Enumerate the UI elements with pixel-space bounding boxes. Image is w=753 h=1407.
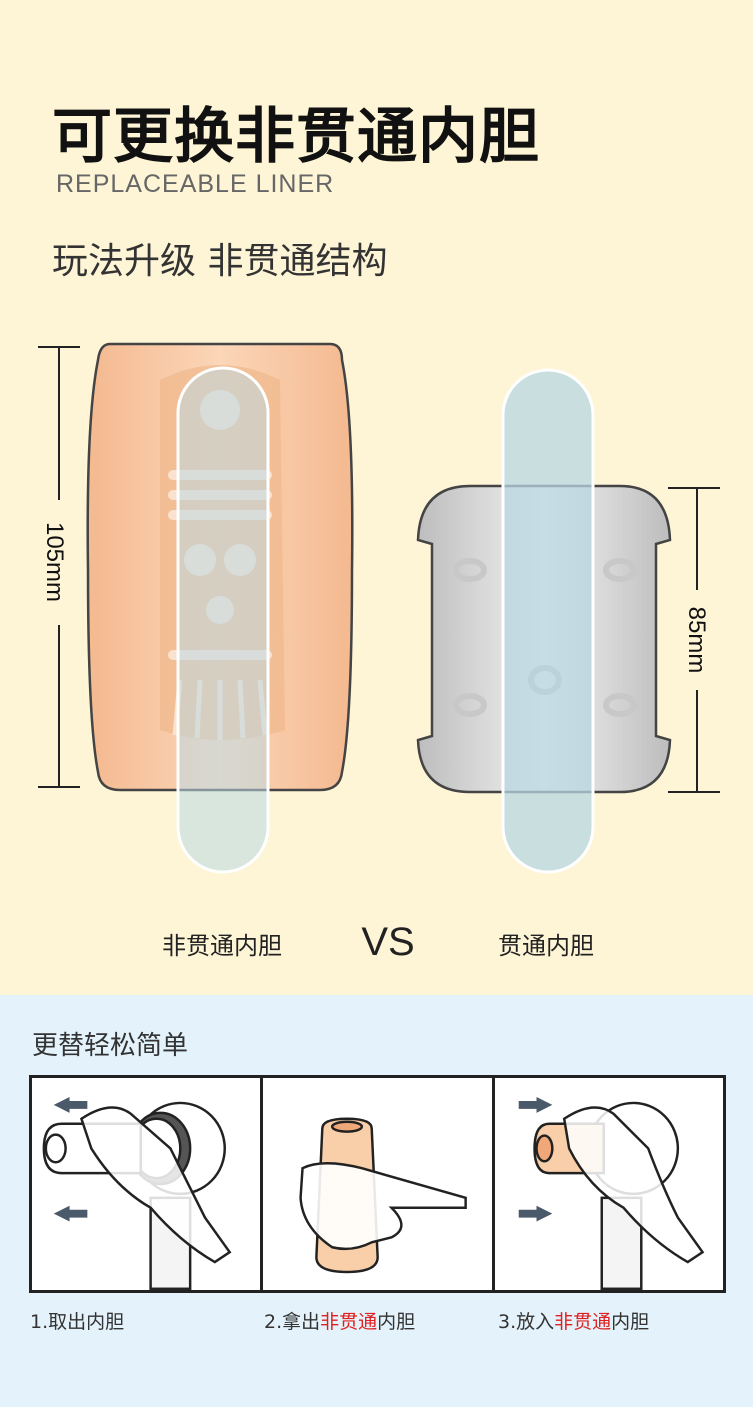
- step-1-panel: [32, 1078, 260, 1290]
- tagline: 玩法升级 非贯通结构: [52, 241, 388, 282]
- remove-liner-illustration: [42, 1097, 232, 1290]
- left-dimension-line: [38, 346, 80, 788]
- liner-comparison-illustration: [38, 342, 720, 874]
- through-sleeve: [416, 368, 672, 874]
- steps-panels: [29, 1075, 726, 1293]
- step-1-caption: 1.取出内胆: [30, 1311, 125, 1333]
- through-liner-label: 贯通内胆: [498, 932, 594, 960]
- right-dimension-label: 85mm: [683, 606, 710, 674]
- step-3-caption: 3.放入非贯通内胆: [498, 1311, 650, 1333]
- non-through-liner-label: 非贯通内胆: [162, 932, 282, 960]
- insert-liner-illustration: [518, 1097, 704, 1290]
- non-through-sleeve: [86, 342, 354, 874]
- right-dimension-line: [668, 487, 720, 793]
- left-dimension-label: 105mm: [41, 521, 68, 603]
- page-title: 可更换非贯通内胆: [52, 102, 540, 172]
- page-subtitle-en: REPLACEABLE LINER: [56, 170, 335, 198]
- steps-title: 更替轻松简单: [32, 1031, 189, 1061]
- step-3-panel: [491, 1078, 723, 1290]
- step-2-panel: [260, 1078, 491, 1290]
- step-2-caption: 2.拿出非贯通内胆: [264, 1311, 416, 1333]
- vs-label: VS: [361, 920, 415, 964]
- take-out-liner-illustration: [299, 1117, 468, 1274]
